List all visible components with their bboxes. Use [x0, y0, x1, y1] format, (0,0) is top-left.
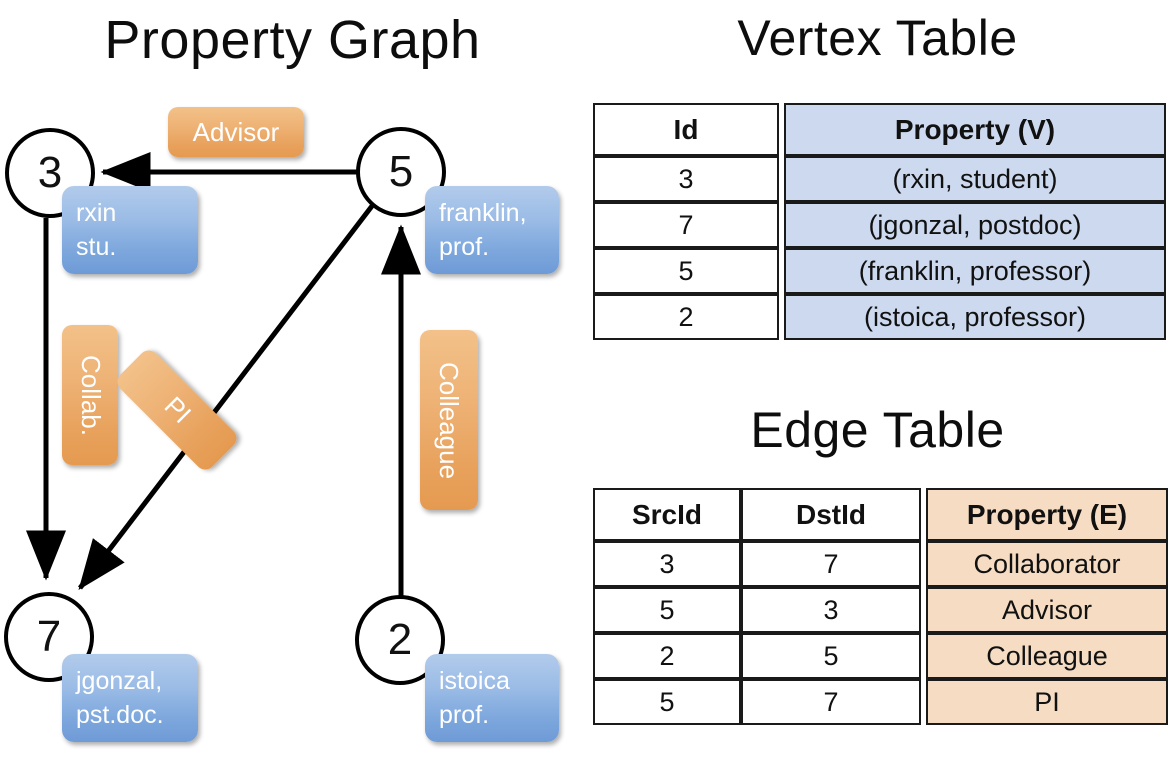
edge-cell-srcid: 3	[593, 541, 741, 587]
vertex-cell-property: (jgonzal, postdoc)	[784, 202, 1166, 248]
node-property-line-2: prof.	[439, 233, 490, 261]
node-property-box-franklin: franklin, prof.	[425, 186, 559, 274]
edge-label-advisor-text: Advisor	[192, 116, 280, 147]
property-graph-diagram: 3 5 7 2 rxin stu. franklin, prof. jgonza…	[4, 107, 559, 742]
edge-header-dstid: DstId	[741, 488, 921, 541]
edge-cell-dstid: 5	[741, 633, 921, 679]
edge-label-collab-text: Collab.	[75, 354, 106, 436]
vertex-cell-property: (istoica, professor)	[784, 294, 1166, 340]
edge-table: SrcId DstId Property (E) 3 7 Collaborato…	[593, 488, 1168, 725]
vertex-cell-id: 3	[593, 156, 779, 202]
node-property-box-istoica: istoica prof.	[425, 654, 559, 742]
edge-label-advisor: Advisor	[168, 107, 304, 157]
edge-label-colleague: Colleague	[420, 330, 478, 510]
edge-cell-dstid: 7	[741, 679, 921, 725]
node-property-line-1: franklin,	[439, 199, 527, 227]
table-row: 7 (jgonzal, postdoc)	[593, 202, 1166, 248]
edge-cell-srcid: 5	[593, 679, 741, 725]
vertex-table: Id Property (V) 3 (rxin, student) 7 (jgo…	[593, 103, 1166, 340]
vertex-cell-id: 5	[593, 248, 779, 294]
table-header-row: Id Property (V)	[593, 103, 1166, 156]
node-property-line-1: rxin	[76, 199, 117, 227]
vertex-cell-id: 2	[593, 294, 779, 340]
edge-cell-srcid: 2	[593, 633, 741, 679]
vertex-header-id: Id	[593, 103, 779, 156]
edge-cell-srcid: 5	[593, 587, 741, 633]
edge-cell-dstid: 7	[741, 541, 921, 587]
page-title-edge-table: Edge Table	[750, 402, 1005, 458]
edge-label-colleague-text: Colleague	[434, 361, 465, 479]
edge-cell-property: Colleague	[926, 633, 1168, 679]
edge-header-srcid: SrcId	[593, 488, 741, 541]
node-property-line-2: prof.	[439, 701, 490, 729]
edge-cell-property: Collaborator	[926, 541, 1168, 587]
edge-cell-property: Advisor	[926, 587, 1168, 633]
node-property-box-rxin: rxin stu.	[62, 186, 198, 274]
node-property-line-1: istoica	[439, 667, 510, 695]
node-property-line-2: pst.doc.	[76, 701, 164, 729]
table-row: 2 5 Colleague	[593, 633, 1168, 679]
node-property-line-1: jgonzal,	[76, 667, 163, 695]
graph-node-2[interactable]: 2	[355, 595, 445, 685]
node-property-box-jgonzal: jgonzal, pst.doc.	[62, 654, 198, 742]
graph-node-5[interactable]: 5	[356, 127, 446, 217]
edge-header-property: Property (E)	[926, 488, 1168, 541]
edge-label-pi-text: PI	[158, 390, 197, 429]
edge-cell-dstid: 3	[741, 587, 921, 633]
node-property-line-2: stu.	[76, 233, 117, 261]
vertex-header-property: Property (V)	[784, 103, 1166, 156]
edge-5-to-7-pi	[78, 204, 374, 590]
table-row: 3 (rxin, student)	[593, 156, 1166, 202]
vertex-cell-id: 7	[593, 202, 779, 248]
edge-label-collab: Collab.	[62, 325, 118, 465]
table-header-row: SrcId DstId Property (E)	[593, 488, 1168, 541]
page-title-vertex-table: Vertex Table	[737, 10, 1018, 66]
table-row: 5 (franklin, professor)	[593, 248, 1166, 294]
vertex-cell-property: (franklin, professor)	[784, 248, 1166, 294]
table-row: 5 7 PI	[593, 679, 1168, 725]
graph-edges-layer	[26, 152, 421, 596]
table-row: 3 7 Collaborator	[593, 541, 1168, 587]
edge-cell-property: PI	[926, 679, 1168, 725]
table-row: 5 3 Advisor	[593, 587, 1168, 633]
table-row: 2 (istoica, professor)	[593, 294, 1166, 340]
page-title-property-graph: Property Graph	[104, 10, 481, 70]
vertex-cell-property: (rxin, student)	[784, 156, 1166, 202]
